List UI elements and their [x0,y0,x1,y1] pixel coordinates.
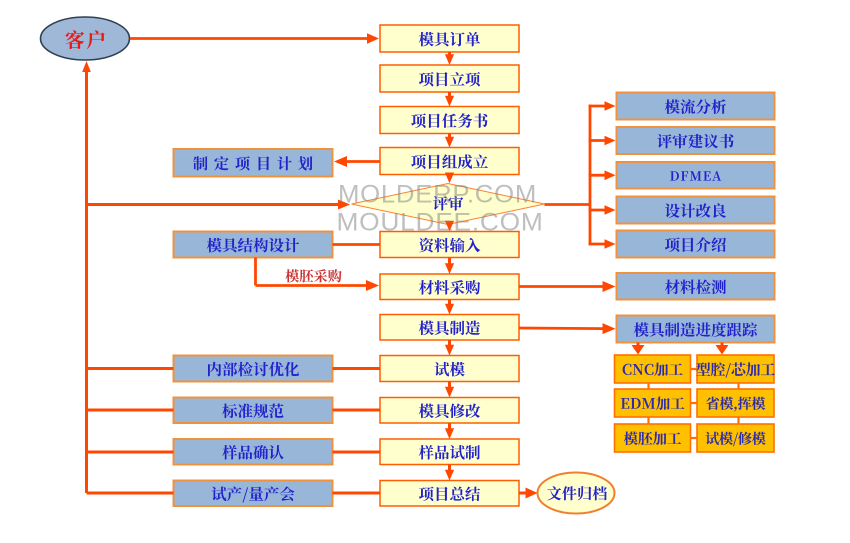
svg-text:MOULDEE.COM: MOULDEE.COM [337,208,544,236]
svg-text:MOLDERP.COM: MOLDERP.COM [338,180,537,208]
